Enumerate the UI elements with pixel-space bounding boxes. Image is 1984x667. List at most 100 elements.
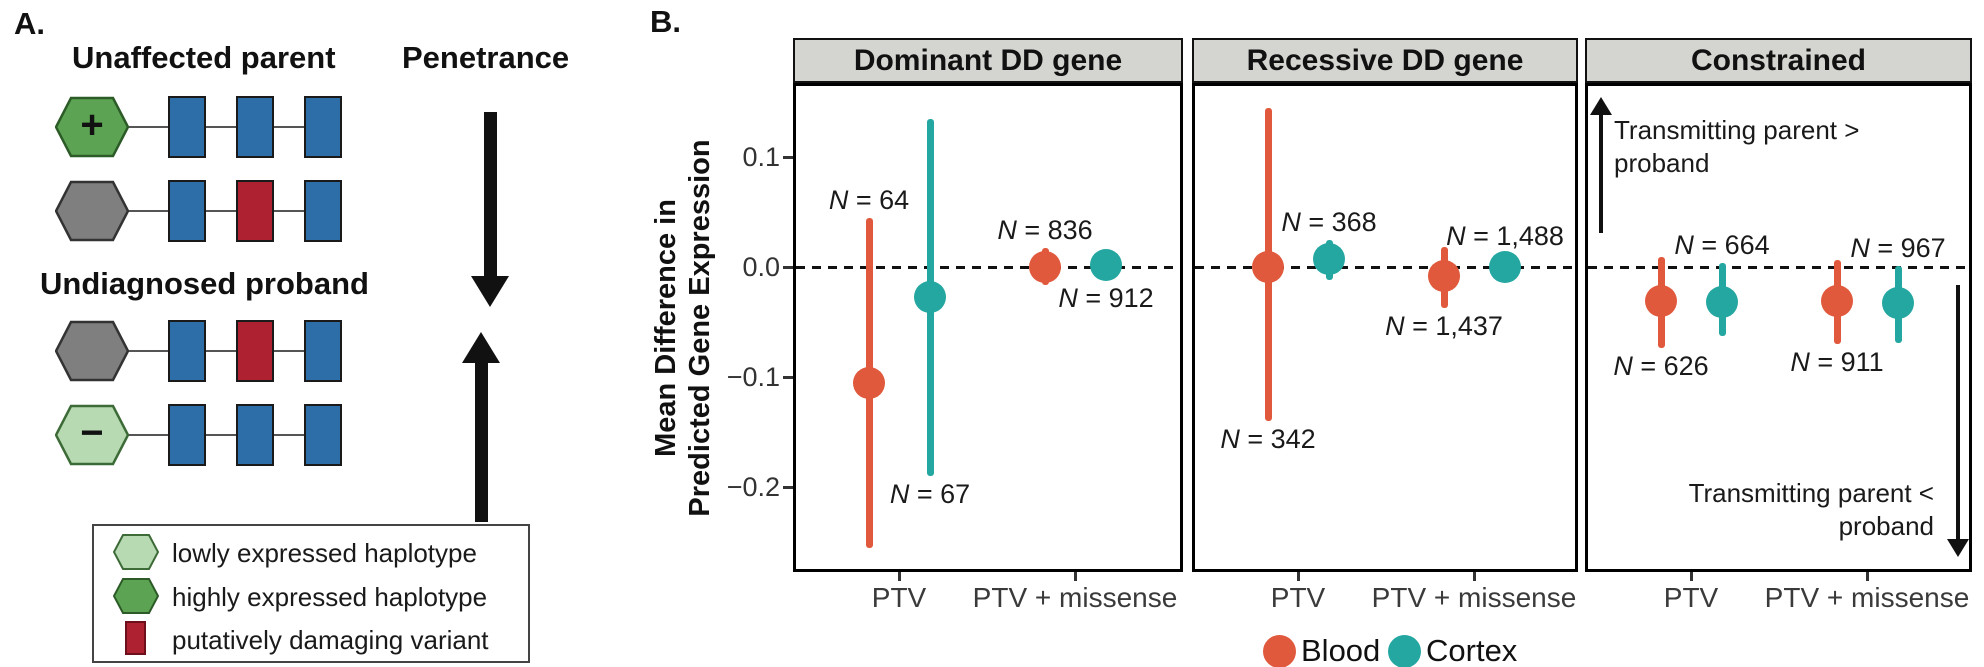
y-tick-label: −0.1 xyxy=(726,362,780,392)
point-blood xyxy=(1821,285,1853,318)
point-blood xyxy=(1645,285,1677,318)
point-cortex xyxy=(914,280,946,313)
x-tick-mark xyxy=(1690,572,1693,581)
legend-item-blood: Blood xyxy=(1263,633,1380,667)
panel-b-label: B. xyxy=(650,4,681,39)
arrow-shaft xyxy=(1599,113,1603,233)
n-label: N = 664 xyxy=(1674,229,1770,260)
arrowhead xyxy=(1590,97,1612,115)
x-tick-label: PTV xyxy=(1663,582,1719,613)
exon-box xyxy=(304,96,342,158)
point-cortex xyxy=(1882,287,1914,320)
exon-box xyxy=(168,404,206,466)
n-label: N = 912 xyxy=(1058,283,1154,314)
damaging-variant-icon xyxy=(125,621,146,655)
panel-a-label: A. xyxy=(14,6,45,41)
exon-box xyxy=(304,320,342,382)
x-tick-mark xyxy=(898,572,901,581)
legend-item-cortex: Cortex xyxy=(1388,633,1517,667)
high-expressed-hexagon-icon xyxy=(112,578,160,619)
legend-label-highly: highly expressed haplotype xyxy=(172,582,488,612)
exon-box xyxy=(168,180,206,242)
n-label: N = 342 xyxy=(1220,424,1316,454)
legend-label-variant: putatively damaging variant xyxy=(172,625,489,655)
haplotype-connector-line xyxy=(90,434,323,436)
haplotype-connector-line xyxy=(90,350,323,352)
x-tick-label: PTV xyxy=(1270,582,1326,613)
point-blood xyxy=(853,366,885,399)
n-label: N = 64 xyxy=(828,184,910,215)
haplotype-hexagon-unknown xyxy=(54,180,130,242)
haplotype-legend: lowly expressed haplotype highly express… xyxy=(92,524,530,663)
n-label: N = 67 xyxy=(889,479,971,509)
haplotype-hexagon-unknown xyxy=(54,320,130,382)
haplotype-hexagon-highly_expressed xyxy=(54,96,130,158)
point-cortex xyxy=(1090,248,1122,281)
legend-blood-label: Blood xyxy=(1301,633,1381,667)
y-tick-label: 0.1 xyxy=(742,142,780,172)
hexagon-symbol: + xyxy=(80,102,104,147)
x-tick-label: PTV + missense xyxy=(972,582,1178,613)
x-tick-label: PTV + missense xyxy=(1371,582,1577,613)
legend-label-lowly: lowly expressed haplotype xyxy=(172,538,477,568)
exon-box xyxy=(304,404,342,466)
point-cortex xyxy=(1489,251,1521,283)
blood-dot-icon xyxy=(1263,634,1296,667)
x-tick-label: PTV + missense xyxy=(1764,582,1970,613)
y-tick-label: −0.2 xyxy=(726,472,780,502)
annotation-upper: Transmitting parent >proband xyxy=(1614,115,1860,178)
x-tick-mark xyxy=(1473,572,1476,581)
y-tick-mark xyxy=(783,266,793,269)
exon-box xyxy=(236,96,274,158)
point-blood xyxy=(1252,251,1284,283)
x-tick-mark xyxy=(1866,572,1869,581)
y-tick-mark xyxy=(783,156,793,159)
point-blood xyxy=(1428,259,1460,292)
n-label: N = 368 xyxy=(1281,206,1377,237)
annotation-lower: Transmitting parent <proband xyxy=(1688,478,1934,541)
exon-box xyxy=(168,320,206,382)
cortex-dot-icon xyxy=(1388,634,1421,667)
legend-cortex-label: Cortex xyxy=(1426,633,1518,667)
n-label: N = 1,437 xyxy=(1385,310,1503,341)
facet-panel: N = 64 N = 67 N = 836 N = 912 xyxy=(793,83,1183,572)
hexagon-symbol: − xyxy=(80,410,104,455)
exon-box xyxy=(236,404,274,466)
y-tick-mark xyxy=(783,376,793,379)
point-cortex xyxy=(1313,243,1345,276)
damaging-variant-exon xyxy=(236,180,274,242)
point-blood xyxy=(1029,251,1061,283)
facet-header: Recessive DD gene xyxy=(1192,38,1578,83)
haplotype-connector-line xyxy=(90,210,323,212)
zero-line xyxy=(1588,266,1969,269)
y-tick-mark xyxy=(783,486,793,489)
facet-panel: N = 342 N = 368 N = 1,437 N = 1,488 xyxy=(1192,83,1578,572)
y-tick-label: 0.0 xyxy=(742,252,780,282)
x-tick-mark xyxy=(1297,572,1300,581)
n-label: N = 1,488 xyxy=(1446,220,1564,251)
haplotype-hexagon-lowly_expressed xyxy=(54,404,130,466)
n-label: N = 626 xyxy=(1613,351,1709,382)
undiagnosed-proband-title: Undiagnosed proband xyxy=(40,266,369,301)
zero-line xyxy=(796,266,1180,269)
low-expressed-hexagon-icon xyxy=(112,534,160,575)
y-axis-title: Mean Difference in Predicted Gene Expres… xyxy=(650,139,716,517)
n-label: N = 911 xyxy=(1790,347,1884,377)
arrowhead xyxy=(1947,539,1969,557)
n-label: N = 836 xyxy=(997,215,1093,246)
arrow-shaft xyxy=(1956,285,1960,541)
exon-box xyxy=(168,96,206,158)
damaging-variant-exon xyxy=(236,320,274,382)
facet-header: Constrained xyxy=(1585,38,1972,83)
zero-line xyxy=(1195,266,1575,269)
facet-panel: N = 626 N = 664 N = 911 N = 967 xyxy=(1585,83,1972,572)
facet-header: Dominant DD gene xyxy=(793,38,1183,83)
point-cortex xyxy=(1706,286,1738,319)
n-label: N = 967 xyxy=(1850,232,1946,263)
unaffected-parent-title: Unaffected parent xyxy=(72,40,336,75)
exon-box xyxy=(304,180,342,242)
x-tick-mark xyxy=(1074,572,1077,581)
penetrance-title: Penetrance xyxy=(402,40,570,75)
x-tick-label: PTV xyxy=(871,582,927,613)
